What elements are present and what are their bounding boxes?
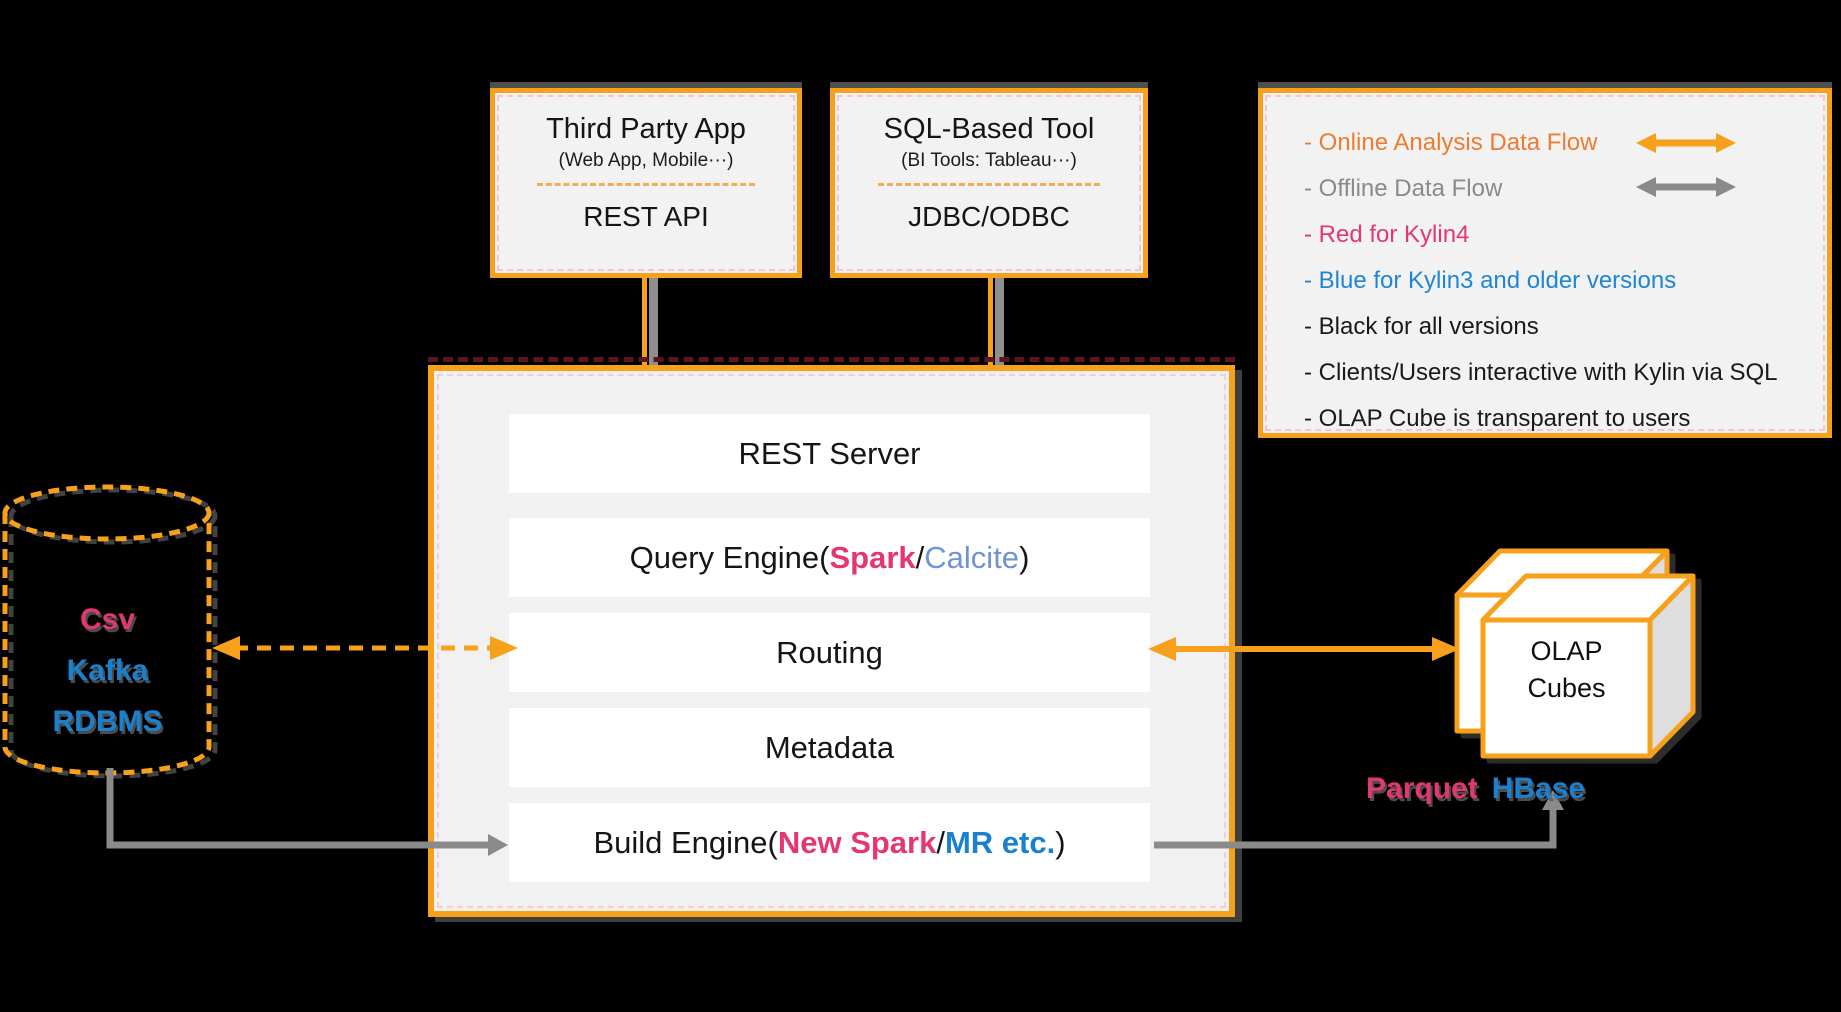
legend-olap-transparent: - OLAP Cube is transparent to users <box>1304 405 1691 432</box>
csv-label: Csv <box>79 603 136 636</box>
gray-double-arrow-icon <box>1636 177 1736 197</box>
third-party-to-rest-arrow <box>642 278 647 395</box>
rest-server-row: REST Server <box>509 414 1150 493</box>
third-party-app-subtitle: (Web App, Mobile···) <box>558 150 734 171</box>
routing-label: Routing <box>776 634 883 670</box>
source-routing-online-arrow <box>212 636 518 660</box>
legend-online-analysis: - Online Analysis Data Flow <box>1304 129 1598 156</box>
rest-api-label: REST API <box>583 201 709 232</box>
routing-cube-online-arrow <box>1148 637 1460 661</box>
olap-label-line1: OLAP <box>1530 636 1603 666</box>
sql-tool-to-rest-arrow <box>988 278 993 395</box>
legend-red-kylin4: - Red for Kylin4 <box>1304 221 1470 248</box>
kafka-label: Kafka <box>66 654 149 687</box>
third-party-app-title: Third Party App <box>546 113 746 145</box>
build-new-spark-label: New Spark <box>777 824 937 860</box>
paren: ) <box>1055 824 1066 860</box>
parquet-label: Parquet <box>1366 772 1478 805</box>
build-mr-label: MR etc. <box>944 824 1056 860</box>
query-engine-row: Query Engine(Spark/Calcite) <box>509 518 1150 597</box>
build-engine-row: Build Engine(New Spark/MR etc.) <box>509 803 1150 882</box>
arrow-shadow <box>649 278 658 365</box>
source-labels: Csv Kafka RDBMS <box>10 594 205 747</box>
legend-clients-sql: - Clients/Users interactive with Kylin v… <box>1304 359 1778 386</box>
storage-backend-labels: Parquet HBase <box>1366 772 1585 806</box>
source-build-offline-arrow <box>106 768 508 856</box>
build-engine-label: Build Engine( <box>593 824 778 860</box>
dashed-divider <box>537 183 755 186</box>
query-spark-label: Spark <box>829 539 916 575</box>
olap-cubes-shape <box>1454 548 1696 759</box>
jdbc-odbc-label: JDBC/ODBC <box>908 201 1070 232</box>
third-party-app-box: Third Party App (Web App, Mobile···) RES… <box>490 88 802 278</box>
arrow-shadow <box>995 278 1004 365</box>
metadata-label: Metadata <box>764 729 895 765</box>
olap-cubes-label: OLAP Cubes <box>1483 633 1650 707</box>
metadata-row: Metadata <box>509 708 1150 787</box>
slash: / <box>936 824 945 860</box>
build-storage-offline-arrow <box>1154 790 1564 849</box>
query-calcite-label: Calcite <box>924 539 1020 575</box>
slash: / <box>915 539 925 575</box>
legend-offline-flow: - Offline Data Flow <box>1304 175 1503 202</box>
hbase-label: HBase <box>1491 772 1586 805</box>
olap-label-line2: Cubes <box>1527 673 1606 703</box>
legend-black-all: - Black for all versions <box>1304 313 1539 340</box>
legend-box <box>1258 88 1832 438</box>
sql-based-tool-box: SQL-Based Tool (BI Tools: Tableau···) JD… <box>830 88 1148 278</box>
query-engine-label: Query Engine( <box>629 539 830 575</box>
paren: ) <box>1019 539 1030 575</box>
orange-double-arrow-icon <box>1636 133 1736 153</box>
dashed-divider <box>878 183 1100 186</box>
sql-based-tool-title: SQL-Based Tool <box>883 113 1095 145</box>
red-dashed-marquee <box>428 357 1235 362</box>
sql-based-tool-subtitle: (BI Tools: Tableau···) <box>901 150 1077 171</box>
routing-row: Routing <box>509 613 1150 692</box>
rdbms-label: RDBMS <box>52 705 163 738</box>
rest-server-label: REST Server <box>738 435 921 471</box>
legend-blue-kylin3: - Blue for Kylin3 and older versions <box>1304 267 1677 294</box>
